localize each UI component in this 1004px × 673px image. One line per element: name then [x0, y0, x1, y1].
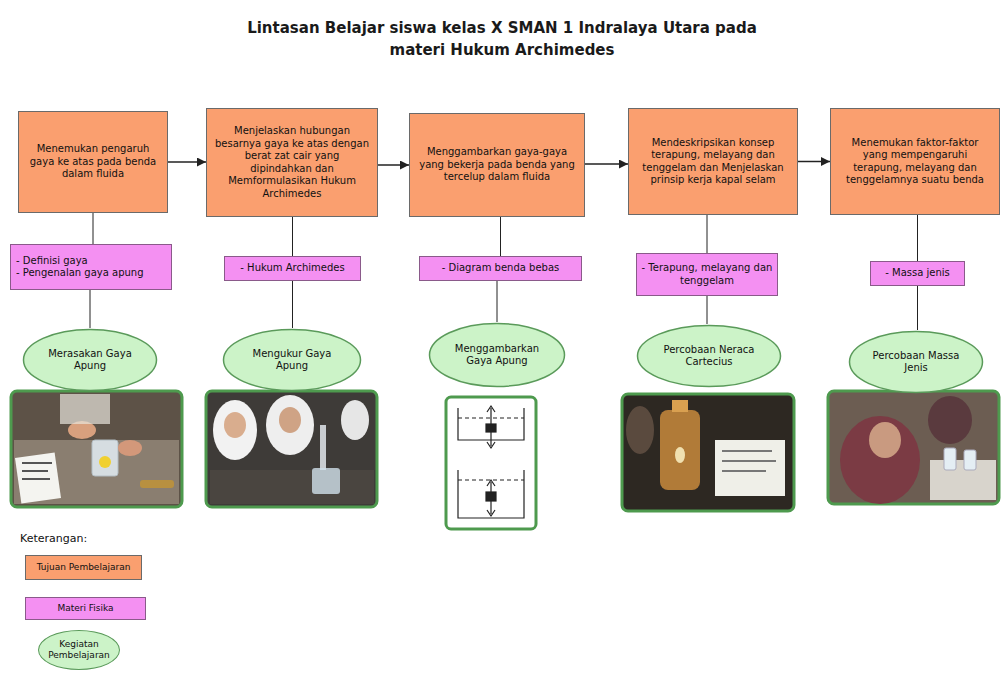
activity-text: Percobaan Neraca Cartecius — [655, 344, 763, 369]
activity-photo — [622, 394, 794, 511]
connector-line — [500, 217, 501, 256]
ellipse-shape — [850, 332, 983, 393]
activity-ellipse: Menggambarkan Gaya Apung — [428, 322, 566, 388]
connector-line — [917, 215, 918, 261]
node-text-holder: Menemukan pengaruh gaya ke atas pada ben… — [26, 143, 160, 181]
box-text: - Diagram benda bebas — [424, 262, 577, 275]
goal-box: Menemukan faktor-faktor yang mempengaruh… — [830, 108, 1000, 215]
node-text-holder: Percobaan Neraca Cartecius — [655, 344, 763, 369]
box-text: Mendeskripsikan konsep terapung, melayan… — [636, 137, 790, 187]
node-text-holder: Percobaan Massa Jenis — [866, 350, 967, 375]
legend-swatch: Tujuan Pembelajaran — [25, 555, 142, 580]
connector-line — [93, 213, 94, 244]
node-text-holder: Mendeskripsikan konsep terapung, melayan… — [636, 137, 790, 187]
node-text-holder: Menjelaskan hubungan besarnya gaya ke at… — [214, 125, 370, 200]
diagram-title: Lintasan Belajar siswa kelas X SMAN 1 In… — [232, 18, 772, 62]
ellipse-shape — [224, 330, 361, 391]
connector-line — [707, 215, 708, 253]
activity-ellipse: Merasakan Gaya Apung — [22, 328, 158, 392]
activity-photo — [206, 391, 377, 507]
topic-box: - Massa jenis — [870, 261, 965, 286]
legend-swatch: Materi Fisika — [25, 597, 146, 620]
box-text: - Massa jenis — [875, 267, 960, 280]
ellipse-shape — [430, 324, 565, 387]
box-text: Menggambarkan gaya-gaya yang bekerja pad… — [417, 146, 577, 184]
connector-line — [292, 217, 293, 256]
flow-arrow — [798, 161, 830, 163]
topic-box: - Definisi gaya- Pengenalan gaya apung — [10, 244, 172, 290]
topic-box: - Terapung, melayang dan tenggelam — [636, 253, 778, 296]
box-text: - Terapung, melayang dan tenggelam — [641, 262, 773, 287]
activity-ellipse: Percobaan Neraca Cartecius — [636, 324, 782, 388]
box-text: Menjelaskan hubungan besarnya gaya ke at… — [214, 125, 370, 200]
node-text-holder: - Hukum Archimedes — [229, 262, 356, 275]
node-text-holder: Merasakan Gaya Apung — [40, 348, 141, 373]
topic-box: - Diagram benda bebas — [419, 256, 582, 281]
legend-text: Tujuan Pembelajaran — [37, 562, 131, 573]
activity-ellipse: Mengukur Gaya Apung — [222, 328, 362, 392]
box-text: Menemukan faktor-faktor yang mempengaruh… — [838, 137, 992, 187]
flow-arrow — [585, 163, 628, 165]
box-text: - Pengenalan gaya apung — [16, 267, 166, 280]
goal-box: Mendeskripsikan konsep terapung, melayan… — [628, 108, 798, 215]
goal-box: Menjelaskan hubungan besarnya gaya ke at… — [206, 108, 378, 217]
connector-line — [292, 281, 293, 328]
activity-photo — [828, 391, 999, 504]
legend-text: Materi Fisika — [57, 603, 113, 614]
connector-line — [90, 290, 91, 328]
box-text: - Hukum Archimedes — [229, 262, 356, 275]
activity-text: Merasakan Gaya Apung — [40, 348, 141, 373]
sketch-figure — [446, 397, 536, 529]
box-text: - Definisi gaya — [16, 255, 166, 268]
connector-line — [497, 281, 498, 322]
flow-arrow — [378, 164, 409, 166]
activity-text: Menggambarkan Gaya Apung — [446, 343, 548, 368]
connector-line — [917, 286, 918, 330]
ellipse-shape — [638, 326, 781, 387]
flow-arrow — [168, 161, 206, 163]
activity-text: Percobaan Massa Jenis — [866, 350, 967, 375]
goal-box: Menggambarkan gaya-gaya yang bekerja pad… — [409, 113, 585, 217]
legend-text: Kegiatan Pembelajaran — [48, 639, 110, 661]
activity-photo — [11, 391, 182, 507]
node-text-holder: Mengukur Gaya Apung — [240, 348, 344, 373]
node-text-holder: - Massa jenis — [875, 267, 960, 280]
node-text-holder: - Terapung, melayang dan tenggelam — [641, 262, 773, 287]
legend-heading: Keterangan: — [20, 532, 87, 545]
ellipse-shape — [24, 330, 157, 391]
node-text-holder: Menggambarkan Gaya Apung — [446, 343, 548, 368]
node-text-holder: Menggambarkan gaya-gaya yang bekerja pad… — [417, 146, 577, 184]
goal-box: Menemukan pengaruh gaya ke atas pada ben… — [18, 111, 168, 213]
legend-swatch: Kegiatan Pembelajaran — [38, 630, 120, 670]
connector-line — [707, 296, 708, 324]
node-text-holder: - Definisi gaya- Pengenalan gaya apung — [16, 255, 166, 280]
activity-ellipse: Percobaan Massa Jenis — [848, 330, 984, 394]
topic-box: - Hukum Archimedes — [224, 256, 361, 281]
activity-text: Mengukur Gaya Apung — [240, 348, 344, 373]
box-text: Menemukan pengaruh gaya ke atas pada ben… — [26, 143, 160, 181]
node-text-holder: Menemukan faktor-faktor yang mempengaruh… — [838, 137, 992, 187]
node-text-holder: - Diagram benda bebas — [424, 262, 577, 275]
